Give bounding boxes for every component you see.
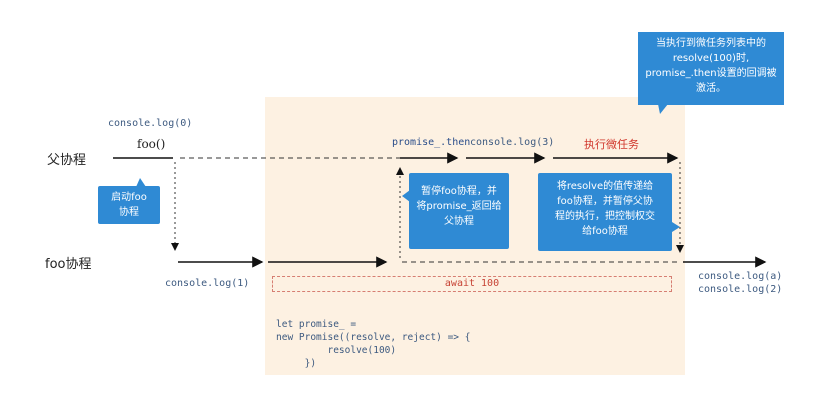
start-bubble-pointer [136, 178, 146, 187]
bubble-line: 将resolve的值传递给 [556, 181, 654, 192]
bubble-line: resolve(100)时, [672, 53, 750, 64]
lane-parent-label: 父协程 [47, 153, 87, 168]
bubble-line: 启动foo [111, 192, 147, 203]
bubble-line: 程的执行，把控制权交 [555, 211, 655, 222]
pause-foo-bubble: 暂停foo协程，并 将promise_返回给 父协程 [409, 173, 509, 249]
code-line: let promise_ = [276, 319, 357, 330]
bubble-line: foo协程，并暂停父协 [557, 196, 653, 207]
bubble-line: 给foo协程 [582, 226, 628, 237]
top-note-bubble: 当执行到微任务列表中的 resolve(100)时, promise_.then… [638, 32, 784, 105]
lane-foo-label: foo协程 [45, 257, 92, 272]
bubble-line: 协程 [119, 207, 139, 218]
resolve-bubble-pointer [672, 222, 680, 232]
bubble-line: 父协程 [444, 216, 474, 227]
bubble-line: 当执行到微任务列表中的 [656, 38, 766, 49]
bubble-line: promise_.then设置的回调被 [645, 68, 777, 79]
top-bubble-pointer [658, 104, 668, 114]
console-log-a: console.log(a) [698, 271, 783, 282]
foo-call: foo() [137, 137, 166, 151]
start-foo-bubble: 启动foo 协程 [98, 186, 160, 224]
exec-microtask-label: 执行微任务 [584, 138, 639, 151]
bubble-line: 激活。 [696, 83, 726, 94]
promise-then-label: promise_.then [392, 137, 471, 148]
pass-resolve-bubble: 将resolve的值传递给 foo协程，并暂停父协 程的执行，把控制权交 给fo… [538, 173, 672, 251]
bubble-line: 暂停foo协程，并 [421, 186, 497, 197]
code-line: resolve(100) [276, 345, 397, 356]
bubble-line: 将promise_返回给 [416, 201, 502, 212]
code-line: }) [276, 358, 317, 369]
promise-code-block: let promise_ = new Promise((resolve, reje… [276, 318, 470, 370]
pause-bubble-pointer [402, 190, 410, 202]
console-log-3: console.log(3) [470, 137, 555, 148]
console-log-0: console.log(0) [108, 118, 193, 129]
await-box: await 100 [272, 276, 672, 292]
code-line: new Promise((resolve, reject) => { [276, 332, 471, 343]
console-log-1: console.log(1) [165, 278, 250, 289]
console-log-2: console.log(2) [698, 284, 783, 295]
await-label: await 100 [444, 278, 500, 289]
